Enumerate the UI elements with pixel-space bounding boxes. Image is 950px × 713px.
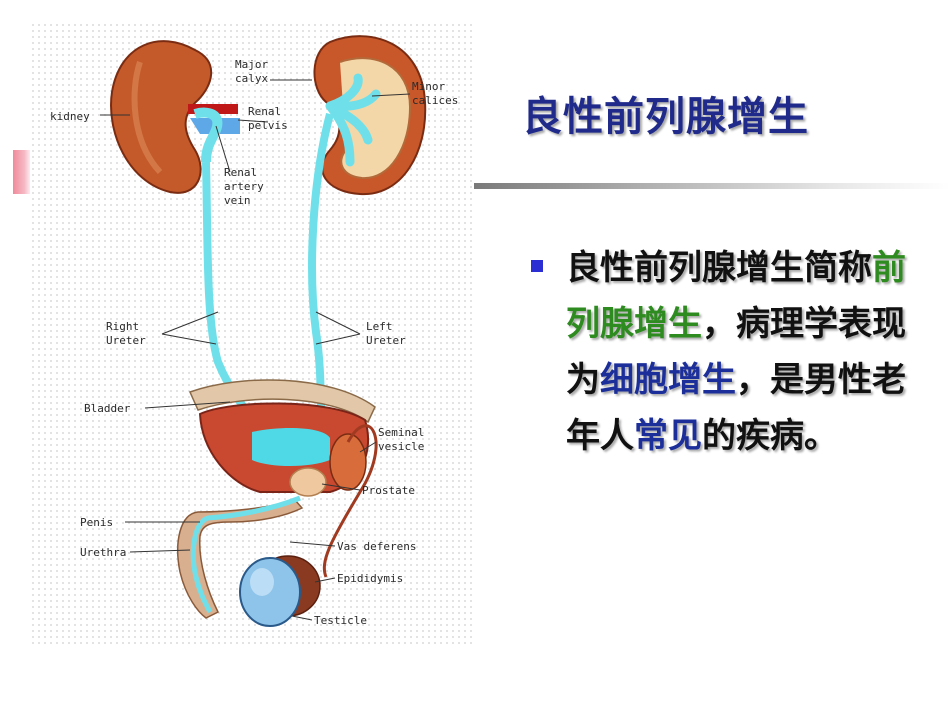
label-right-ureter-1: Right	[106, 320, 139, 333]
label-penis: Penis	[80, 516, 113, 529]
slide-title: 良性前列腺增生	[522, 93, 809, 140]
right-renal-pelvis	[193, 107, 223, 163]
label-major-calyx-2: calyx	[235, 72, 268, 85]
vas-deferens	[322, 424, 378, 578]
accent-bar	[13, 150, 32, 194]
label-seminal-vesicle-1: Seminal	[378, 426, 424, 439]
label-minor-calices-1: Minor	[412, 80, 445, 93]
left-renal-pelvis	[325, 73, 381, 167]
label-epididymis: Epididymis	[337, 572, 403, 585]
seminal-vesicle	[329, 433, 367, 491]
highlight-prostate-hyperplasia: 前列腺增生	[566, 248, 906, 344]
label-urethra: Urethra	[80, 546, 126, 559]
label-seminal-vesicle-2: vesicle	[378, 440, 424, 453]
label-vas-deferens: Vas deferens	[337, 540, 416, 553]
label-bladder: Bladder	[84, 402, 131, 415]
anatomy-diagram: kidney Major calyx Renal pelvis Renal ar…	[50, 35, 458, 627]
bullet-text-segment: ，病理学表现为	[566, 304, 906, 400]
label-renal-pelvis-1: Renal	[248, 105, 281, 118]
bullet-text: 良性前列腺增生简称前列腺增生，病理学表现为细胞增生，是男性老年人常见的疾病。	[566, 240, 918, 464]
penis	[177, 499, 304, 619]
label-minor-calices-2: calices	[412, 94, 458, 107]
label-renal-pelvis-2: pelvis	[248, 119, 288, 132]
label-kidney: kidney	[50, 110, 90, 123]
urethra	[190, 495, 301, 614]
highlight-common: 常见	[634, 416, 702, 456]
label-renal-artery-1: Renal	[224, 166, 257, 179]
label-left-ureter-1: Left	[366, 320, 393, 333]
label-right-ureter-2: Ureter	[106, 334, 146, 347]
label-renal-artery-2: artery	[224, 180, 264, 193]
pelvic-bone	[188, 379, 376, 424]
bullet-text-segment: ，是男性老年人	[566, 360, 906, 456]
bullet-text-segment: 的疾病。	[702, 416, 838, 456]
bladder	[252, 428, 330, 466]
label-prostate: Prostate	[362, 484, 415, 497]
urinary-system-illustration: kidney Major calyx Renal pelvis Renal ar…	[30, 22, 472, 647]
label-major-calyx-1: Major	[235, 58, 268, 71]
highlight-cell-hyperplasia: 细胞增生	[600, 360, 736, 400]
renal-artery	[188, 104, 238, 114]
leader-lines	[100, 79, 411, 621]
label-testicle: Testicle	[314, 614, 367, 627]
label-renal-artery-3: vein	[224, 194, 251, 207]
bullet-text-segment: 良性前列腺增生简称	[566, 248, 872, 288]
bullet-square-icon	[531, 260, 543, 272]
title-divider	[474, 183, 950, 189]
label-left-ureter-2: Ureter	[366, 334, 406, 347]
prostate	[289, 467, 327, 497]
